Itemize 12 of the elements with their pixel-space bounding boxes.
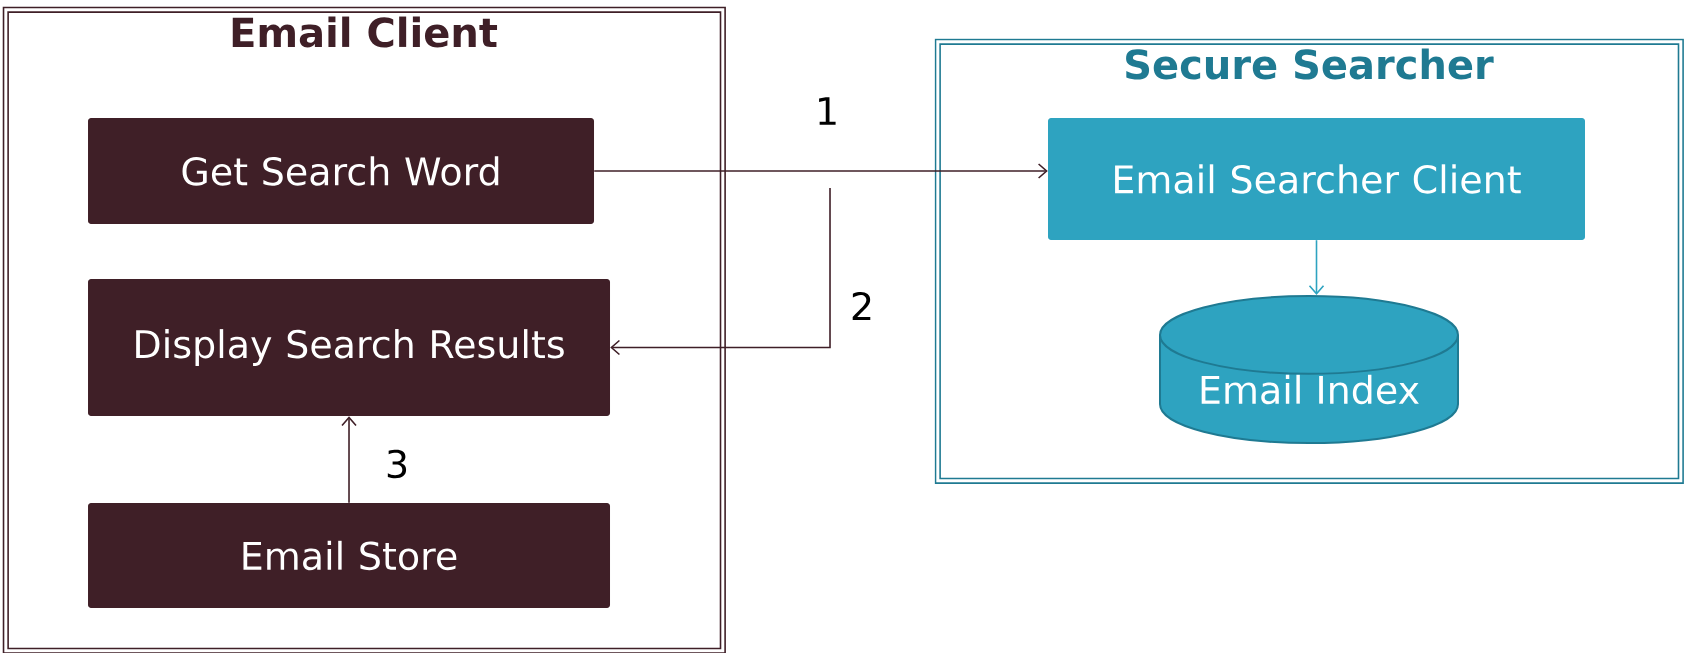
edge-label: 1 xyxy=(812,95,842,127)
arrow xyxy=(593,163,1048,179)
arrow xyxy=(610,187,831,356)
process-box: Display Search Results xyxy=(88,279,610,416)
edge-label: 3 xyxy=(382,447,412,481)
process-box: Email Store xyxy=(88,503,610,608)
process-box: Email Searcher Client xyxy=(1048,118,1585,240)
edge-label: 2 xyxy=(847,289,877,323)
database-cylinder: Email Index xyxy=(1159,295,1459,445)
process-box: Get Search Word xyxy=(88,118,594,224)
arrow xyxy=(341,416,357,504)
arrow xyxy=(1308,239,1325,296)
